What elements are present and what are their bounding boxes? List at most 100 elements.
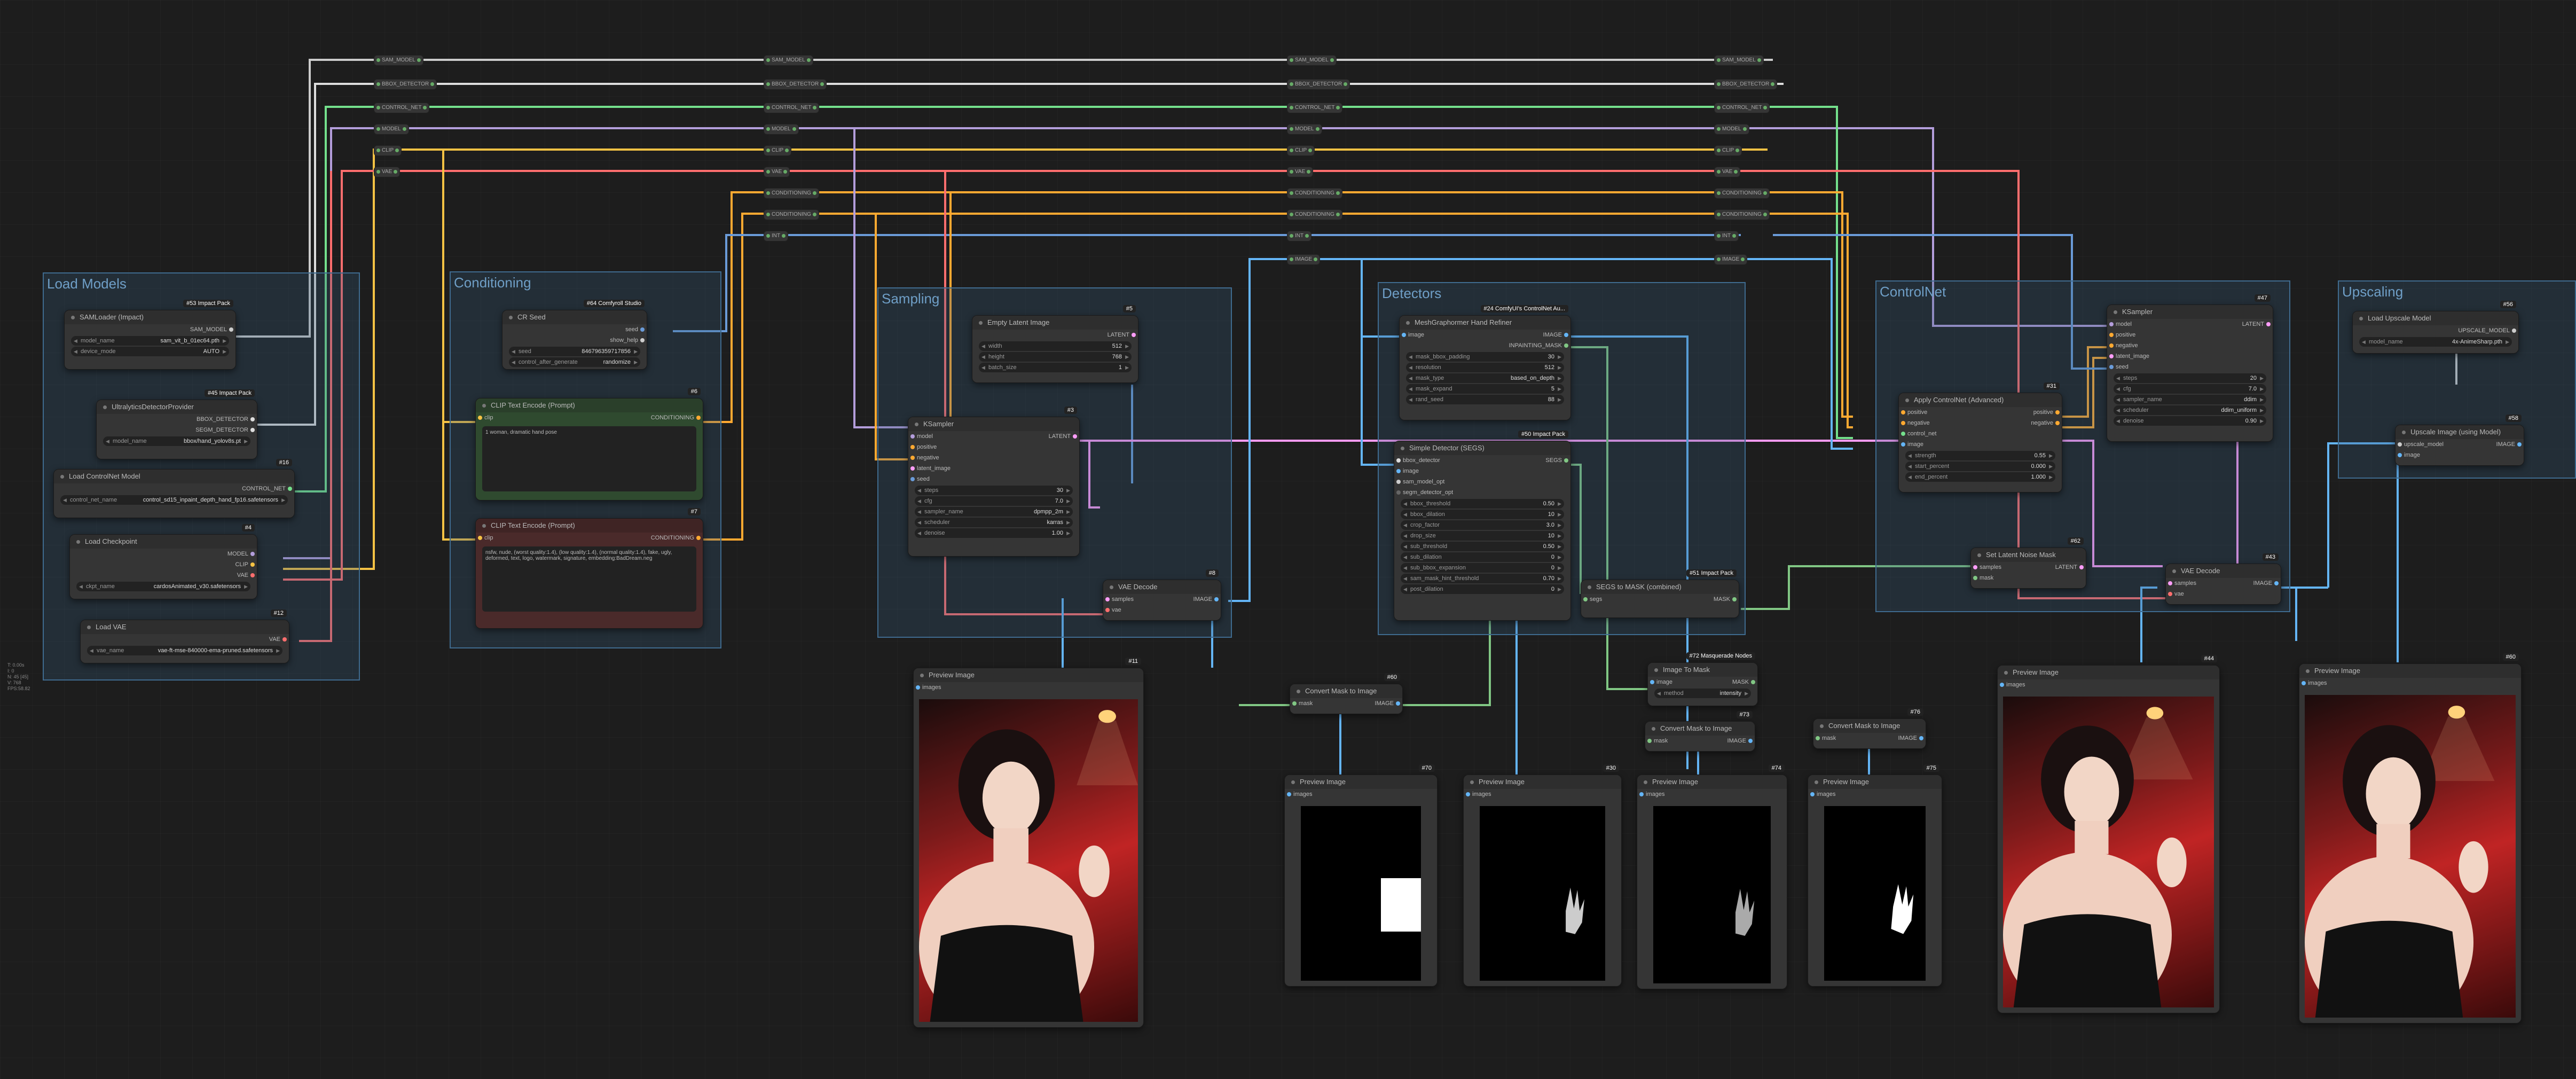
prompt-textarea[interactable]: nsfw, nude, (worst quality:1.4), (low qu… [482, 546, 696, 612]
node-apply-controlnet[interactable]: #31 Apply ControlNet (Advanced) positive… [1898, 382, 2062, 492]
reroute-conditioning[interactable]: CONDITIONING [764, 209, 819, 220]
reroute-bbox-detector[interactable]: BBOX_DETECTOR [764, 79, 827, 90]
node-preview-image-74[interactable]: #74 Preview Image images [1637, 764, 1787, 989]
output-socket[interactable] [696, 416, 701, 420]
reroute-conditioning[interactable]: CONDITIONING [764, 188, 819, 199]
node-title[interactable]: Convert Mask to Image [1290, 684, 1402, 698]
output-socket[interactable] [1751, 680, 1755, 684]
reroute-vae[interactable]: VAE [1714, 167, 1741, 177]
node-ultralytics-detector[interactable]: #45 Impact Pack UltralyticsDetectorProvi… [96, 389, 257, 459]
node-load-checkpoint[interactable]: #4 Load Checkpoint MODEL CLIP VAE ckpt_n… [69, 524, 257, 599]
input-socket[interactable] [1402, 333, 1406, 337]
node-cr-seed[interactable]: #64 Comfyroll Studio CR Seed seed show_h… [502, 300, 647, 370]
output-socket[interactable] [1564, 343, 1568, 348]
node-title[interactable]: CLIP Text Encode (Prompt) [476, 398, 703, 412]
input-socket[interactable] [478, 536, 482, 540]
node-preview-image-11[interactable]: #11 Preview Image images [913, 658, 1144, 1028]
input-socket[interactable] [2109, 365, 2114, 369]
input-socket[interactable] [1466, 792, 1470, 796]
reroute-vae[interactable]: VAE [374, 167, 400, 177]
node-title[interactable]: Preview Image [1285, 775, 1437, 789]
node-title[interactable]: CLIP Text Encode (Prompt) [476, 519, 703, 533]
reroute-conditioning[interactable]: CONDITIONING [1287, 209, 1342, 220]
input-socket[interactable] [1396, 490, 1401, 495]
input-socket[interactable] [1396, 480, 1401, 484]
node-title[interactable]: Simple Detector (SEGS) [1394, 441, 1570, 455]
reroute-model[interactable]: MODEL [764, 124, 799, 135]
reroute-vae[interactable]: VAE [764, 167, 790, 177]
input-socket[interactable] [2398, 442, 2402, 447]
node-preview-image-75[interactable]: #75 Preview Image images [1808, 764, 1942, 987]
input-socket[interactable] [1292, 701, 1297, 706]
node-title[interactable]: Load Upscale Model [2353, 311, 2518, 325]
reroute-int[interactable]: INT [1287, 231, 1312, 241]
input-socket[interactable] [910, 456, 915, 460]
input-socket[interactable] [2109, 322, 2114, 326]
node-sam-loader[interactable]: #53 Impact Pack SAMLoader (Impact) SAM_M… [64, 300, 236, 370]
input-socket[interactable] [1105, 597, 1110, 601]
reroute-control-net[interactable]: CONTROL_NET [1287, 103, 1343, 113]
node-title[interactable]: MeshGraphormer Hand Refiner [1400, 316, 1570, 330]
node-title[interactable]: Preview Image [1998, 666, 2219, 679]
input-socket[interactable] [2168, 581, 2172, 585]
output-socket[interactable] [1396, 701, 1400, 706]
input-socket[interactable] [2302, 681, 2306, 685]
reroute-model[interactable]: MODEL [1714, 124, 1749, 135]
node-title[interactable]: Convert Mask to Image [1813, 719, 1926, 733]
node-title[interactable]: Preview Image [2299, 664, 2521, 678]
reroute-model[interactable]: MODEL [374, 124, 409, 135]
input-socket[interactable] [1639, 792, 1644, 796]
input-socket[interactable] [1105, 608, 1110, 612]
node-preview-image-30[interactable]: #30 Preview Image images [1463, 764, 1622, 987]
node-title[interactable]: Preview Image [914, 668, 1143, 682]
reroute-clip[interactable]: CLIP [764, 145, 792, 156]
input-socket[interactable] [478, 416, 482, 420]
node-title[interactable]: Image To Mask [1648, 663, 1757, 677]
input-socket[interactable] [1973, 576, 1977, 580]
output-socket[interactable] [229, 327, 233, 332]
output-socket[interactable] [2274, 581, 2279, 585]
input-socket[interactable] [1810, 792, 1815, 796]
node-segs-to-mask[interactable]: #51 Impact Pack SEGS to MASK (combined) … [1581, 569, 1739, 618]
node-title[interactable]: Load Checkpoint [70, 535, 257, 549]
node-title[interactable]: Load VAE [81, 620, 289, 634]
reroute-sam-model[interactable]: SAM_MODEL [764, 55, 813, 66]
input-socket[interactable] [2398, 453, 2402, 457]
output-socket[interactable] [696, 536, 701, 540]
output-socket[interactable] [1564, 333, 1568, 337]
input-socket[interactable] [910, 477, 915, 481]
output-socket[interactable] [1564, 458, 1568, 463]
output-socket[interactable] [2055, 410, 2060, 415]
reroute-clip[interactable]: CLIP [1714, 145, 1742, 156]
node-load-controlnet[interactable]: #16 Load ControlNet Model CONTROL_NET co… [53, 459, 295, 518]
output-socket[interactable] [2517, 442, 2522, 447]
reroute-sam-model[interactable]: SAM_MODEL [1714, 55, 1764, 66]
node-meshgraphormer[interactable]: #24 ComfyUI's ControlNet Au... MeshGraph… [1399, 305, 1571, 420]
